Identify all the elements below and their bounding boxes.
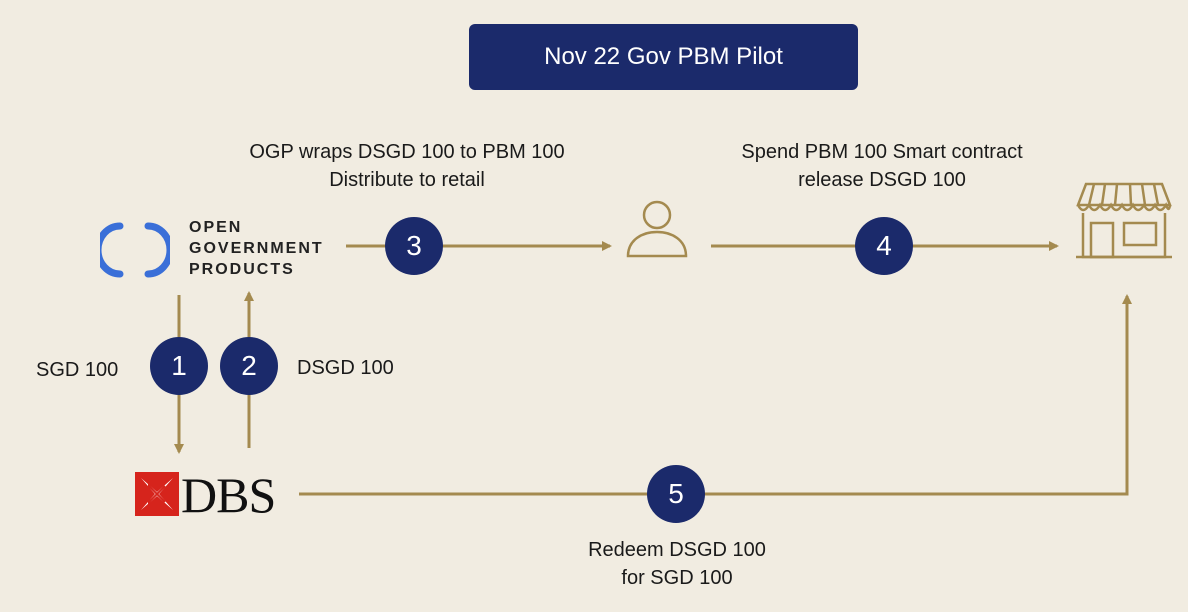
step5-line: Redeem DSGD 100 [588, 539, 766, 561]
sgd-label: SGD 100 [36, 359, 119, 381]
step4-description: Spend PBM 100 Smart contract release DSG… [690, 138, 1074, 194]
step3-description: OGP wraps DSGD 100 to PBM 100 Distribute… [200, 138, 614, 194]
step-2-badge: 2 [220, 337, 278, 395]
ogp-logo-line: GOVERNMENT [189, 240, 324, 257]
ogp-logo-line: OPEN [189, 219, 243, 236]
ogp-logo-line: PRODUCTS [189, 261, 295, 278]
step4-line: release DSGD 100 [798, 169, 966, 191]
dbs-star-icon [135, 472, 179, 516]
step5-description: Redeem DSGD 100 for SGD 100 [527, 536, 827, 592]
ogp-bracket-icon [94, 222, 174, 278]
person-icon [626, 200, 688, 258]
step5-line: for SGD 100 [621, 567, 733, 589]
ogp-logo-text: OPEN GOVERNMENT PRODUCTS [189, 217, 324, 280]
step3-line: Distribute to retail [329, 169, 485, 191]
step3-line: OGP wraps DSGD 100 to PBM 100 [249, 141, 565, 163]
step-1-badge: 1 [150, 337, 208, 395]
storefront-icon [1076, 182, 1172, 259]
page-title: Nov 22 Gov PBM Pilot [469, 24, 858, 90]
step-3-badge: 3 [385, 217, 443, 275]
step4-line: Spend PBM 100 Smart contract [741, 141, 1023, 163]
step-5-badge: 5 [647, 465, 705, 523]
arrow-step5 [299, 294, 1132, 496]
dbs-logo-text: DBS [181, 467, 276, 523]
dsgd-label: DSGD 100 [297, 357, 394, 379]
step-4-badge: 4 [855, 217, 913, 275]
